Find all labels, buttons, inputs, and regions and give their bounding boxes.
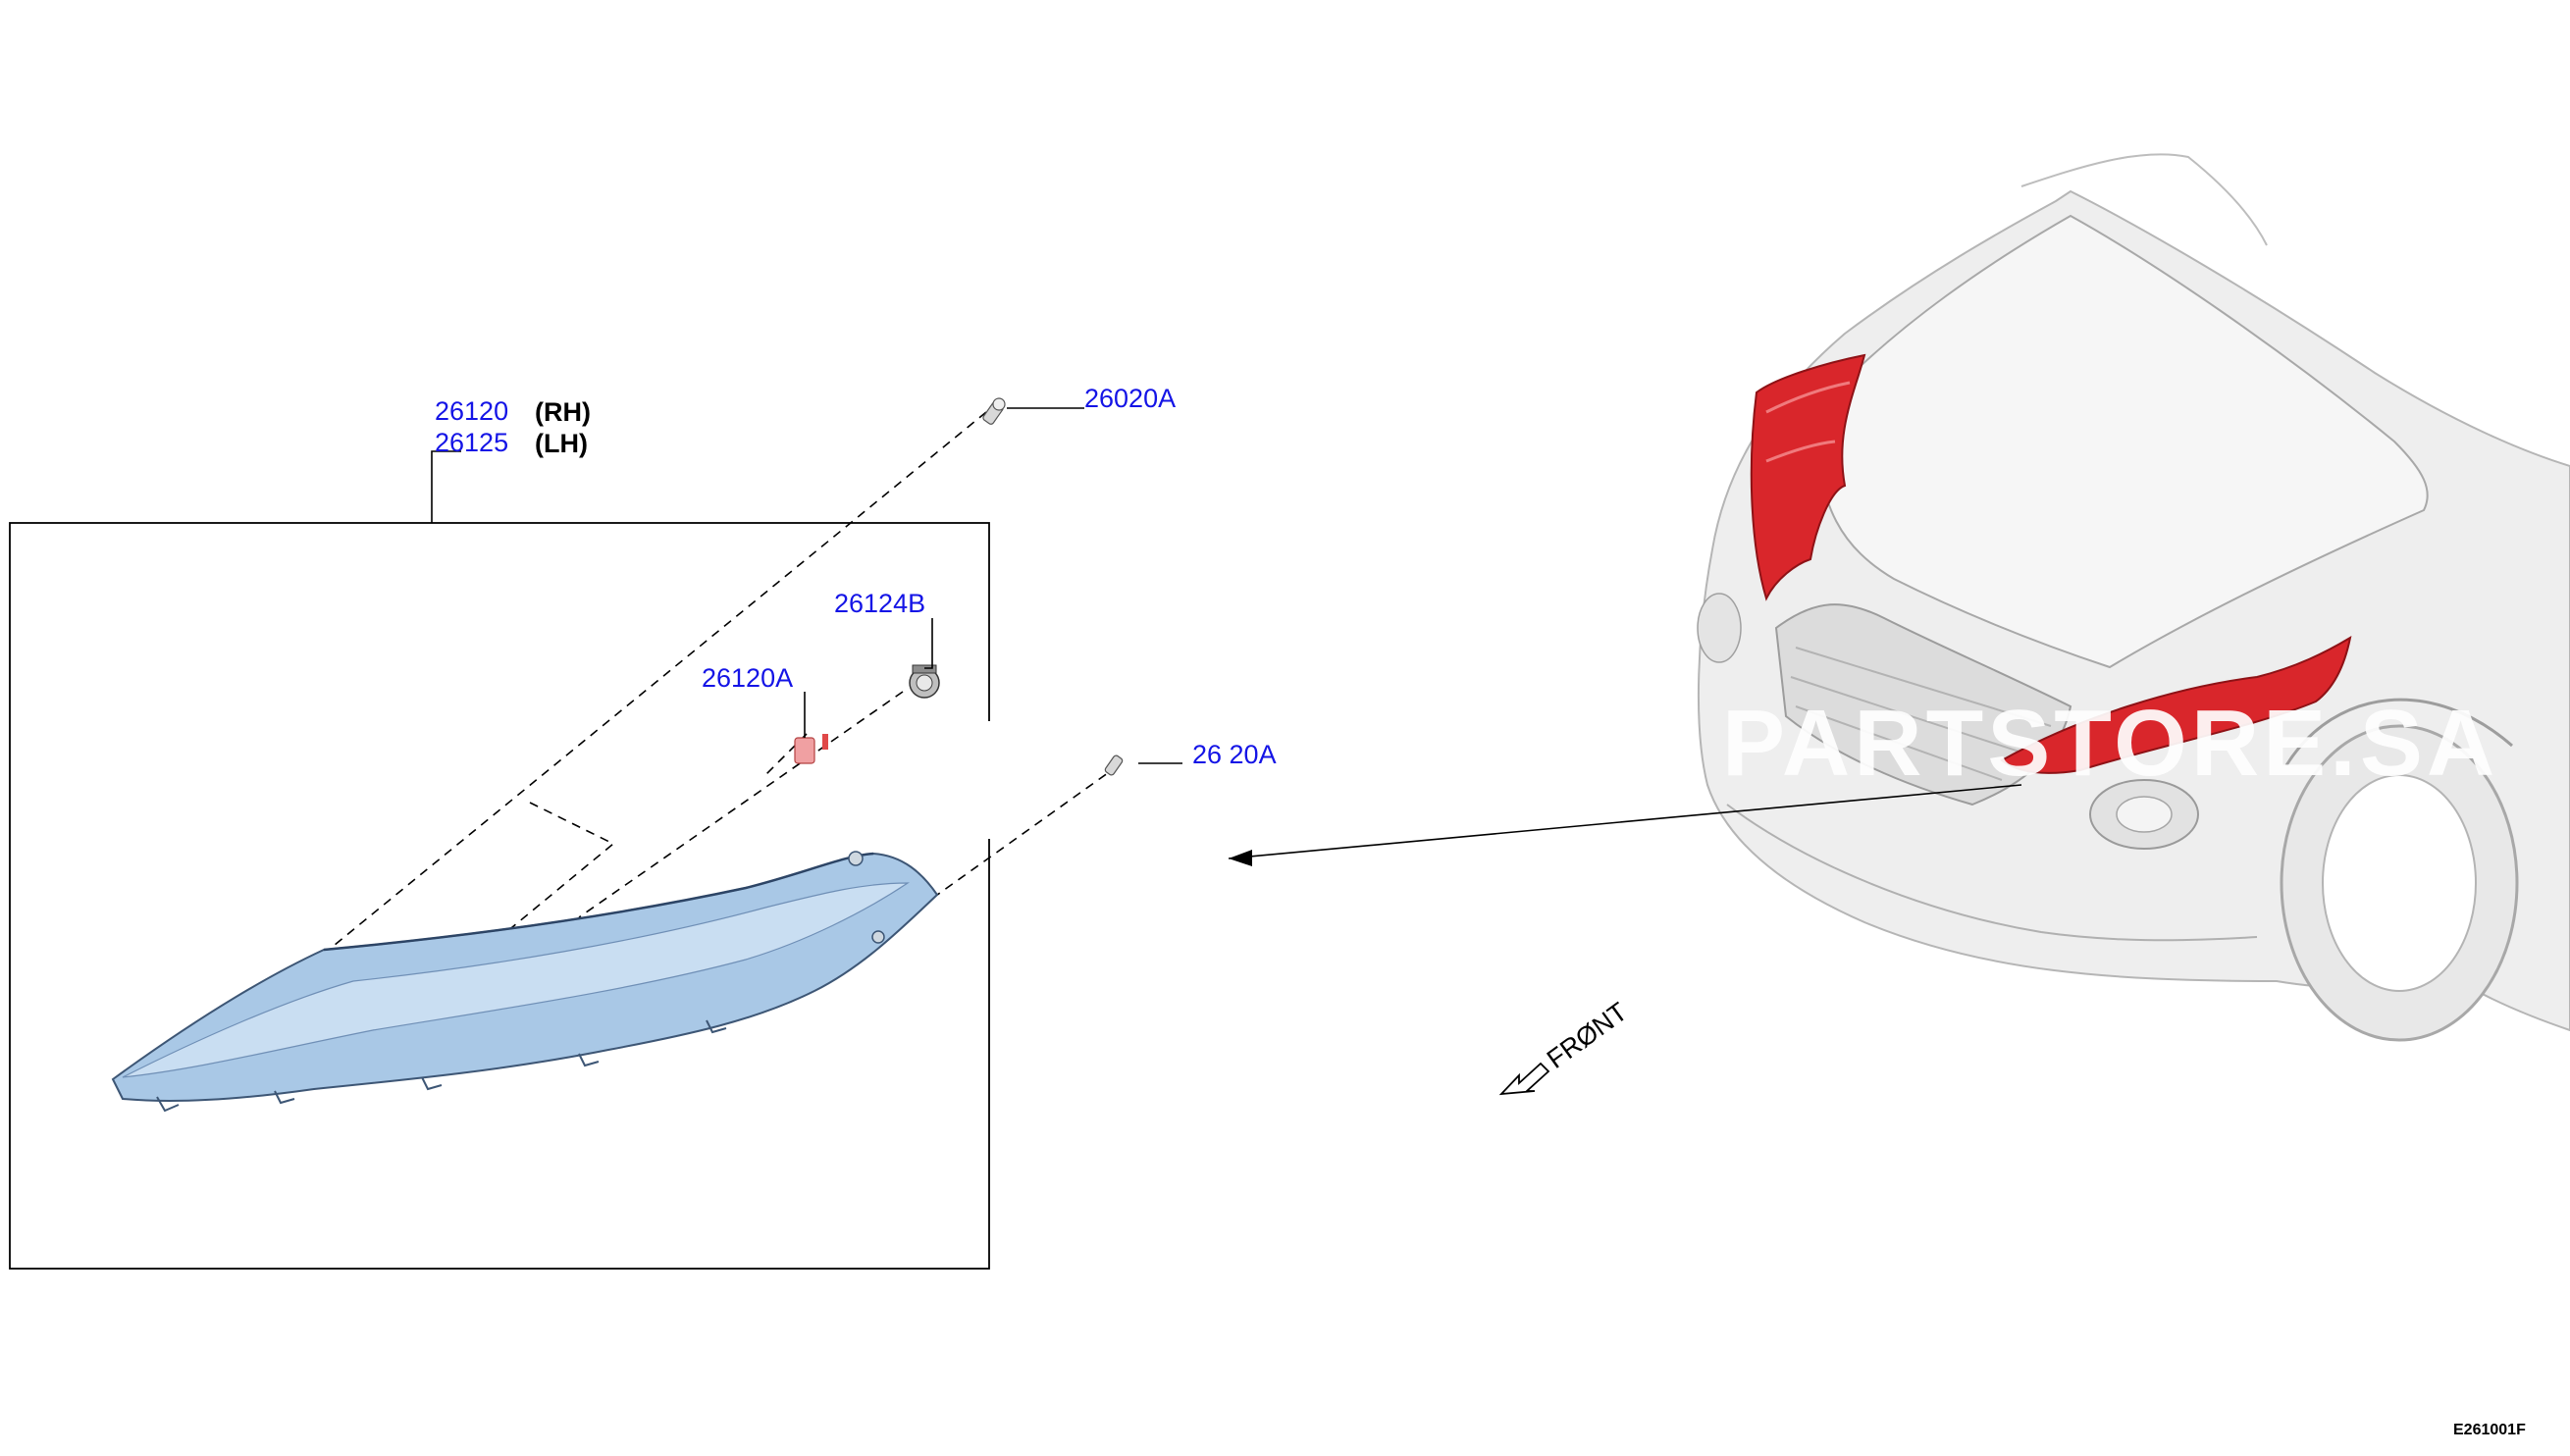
headlamp-lens-highlight [122,882,910,1078]
front-label: FRØNT [1542,997,1633,1074]
bulb-socket-icon [909,664,940,699]
assembly-rh-side: (RH) [535,397,591,427]
car-hood [1813,214,2429,669]
screw-top-part[interactable]: 26020A [982,384,1176,425]
assembly-rh-part-number[interactable]: 26120 [435,396,508,426]
detail-frame [9,522,993,1270]
socket-part[interactable]: 26124B [834,589,940,699]
car-headlamp-right-highlight [2000,635,2352,774]
car-headlamp-left-highlight [1750,353,1866,601]
front-arrow-icon [1498,1062,1550,1096]
bulb-part[interactable]: 26120A [702,663,828,764]
front-direction-indicator: FRØNT [1498,997,1633,1096]
screw-side-label[interactable]: 26 20A [1192,740,1277,769]
assembly-lh-part-number[interactable]: 26125 [435,428,508,457]
vehicle-locator [1697,153,2570,1042]
socket-label[interactable]: 26124B [834,589,925,618]
headlamp-top-edge [323,852,874,952]
screw-top-label[interactable]: 26020A [1084,384,1176,413]
watermark-text: PARTSTORE.SA [1722,691,2498,796]
screw-icon [982,397,1006,425]
headlamp-assembly[interactable] [111,851,939,1113]
headlamp-bottom-mounts [156,1019,727,1113]
screw-icon-side [1104,754,1124,776]
diagram-code: E261001F [2453,1422,2526,1438]
assembly-lh-side: (LH) [535,429,588,458]
assembly-dashed-lines [328,411,1120,951]
locator-pointer [1228,784,2022,866]
assembly-callout: 26120 (RH) 26125 (LH) [431,396,591,523]
screw-side-part[interactable]: 26 20A [1104,740,1277,776]
bulb-icon [794,734,828,764]
car-front-wheel [2280,698,2519,1042]
car-grille [1774,603,2072,806]
bulb-label[interactable]: 26120A [702,663,793,693]
